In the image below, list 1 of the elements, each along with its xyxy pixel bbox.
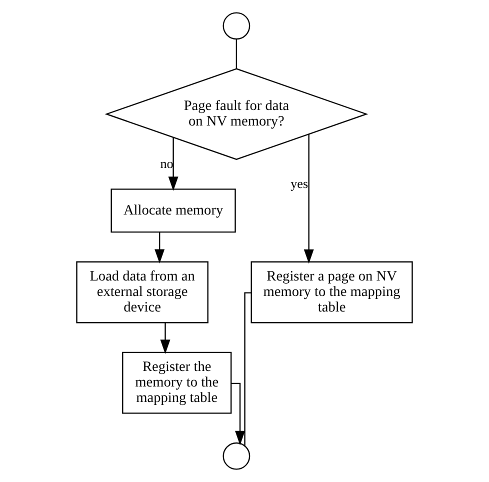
edge-label: yes: [290, 176, 308, 192]
